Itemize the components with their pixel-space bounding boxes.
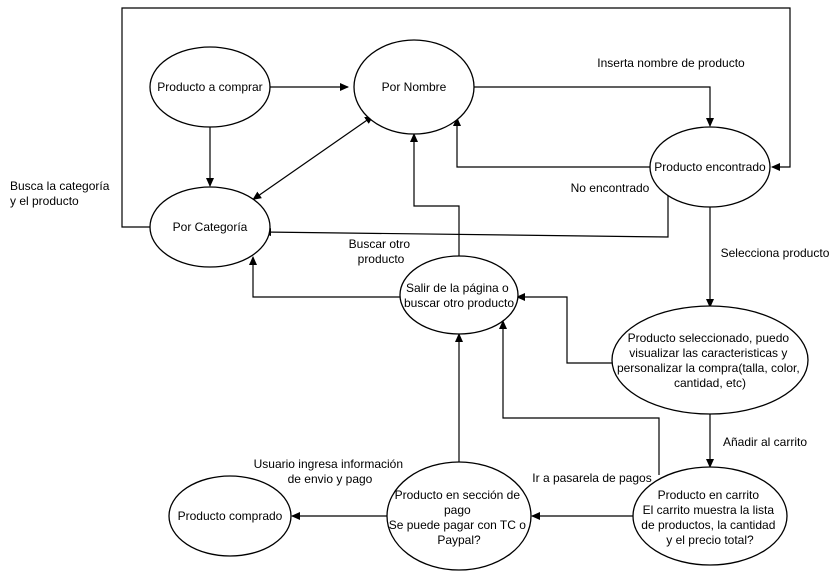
edge-label-anadir-carrito: Añadir al carrito bbox=[723, 435, 807, 449]
node-producto-en-carrito[interactable]: Producto en carrito El carrito muestra l… bbox=[632, 466, 788, 566]
edge-categoria-loop-to-encontrado bbox=[121, 7, 791, 228]
edge-seleccionado-to-salir bbox=[516, 293, 613, 364]
edge-labels: Busca la categoría y el producto Inserta… bbox=[10, 56, 830, 486]
edge-label-usuario-ingresa: Usuario ingresa información de envio y p… bbox=[254, 457, 407, 486]
edge-label-pasarela-pagos: Ir a pasarela de pagos bbox=[532, 471, 651, 485]
node-label: Salir de la página o buscar otro product… bbox=[404, 281, 514, 310]
node-producto-seleccionado[interactable]: Producto seleccionado, puedo visualizar … bbox=[611, 305, 809, 415]
edge-salir-to-categoria bbox=[249, 256, 402, 298]
node-label: Por Nombre bbox=[382, 80, 447, 94]
nodes: Producto a comprar Por Nombre Por Catego… bbox=[149, 39, 809, 571]
node-producto-a-comprar[interactable]: Producto a comprar bbox=[149, 46, 271, 128]
edge-nombre-categoria-bidirectional bbox=[252, 115, 374, 200]
node-seccion-pago[interactable]: Producto en sección de pago Se puede pag… bbox=[386, 461, 532, 571]
edges bbox=[121, 7, 791, 520]
node-producto-comprado[interactable]: Producto comprado bbox=[168, 475, 292, 557]
node-salir-pagina[interactable]: Salir de la página o buscar otro product… bbox=[399, 255, 519, 335]
node-label: Producto encontrado bbox=[654, 160, 766, 174]
edge-label-busca-categoria: Busca la categoría y el producto bbox=[10, 179, 113, 208]
node-producto-encontrado[interactable]: Producto encontrado bbox=[649, 126, 771, 208]
node-label: Producto en sección de pago Se puede pag… bbox=[389, 488, 530, 547]
node-label: Por Categoría bbox=[173, 220, 248, 234]
edge-carrito-to-salir bbox=[499, 320, 660, 475]
edge-label-inserta-nombre: Inserta nombre de producto bbox=[597, 56, 745, 70]
edge-label-buscar-otro: Buscar otro producto bbox=[349, 237, 414, 266]
edge-encontrado-to-categoria bbox=[262, 194, 669, 238]
edge-encontrado-to-nombre bbox=[453, 117, 651, 168]
node-label: Producto en carrito El carrito muestra l… bbox=[641, 488, 778, 547]
node-por-nombre[interactable]: Por Nombre bbox=[353, 39, 475, 135]
edge-nombre-to-encontrado bbox=[474, 86, 714, 127]
edge-label-selecciona-producto: Selecciona producto bbox=[721, 246, 830, 260]
node-label: Producto a comprar bbox=[157, 80, 262, 94]
node-label: Producto seleccionado, puedo visualizar … bbox=[617, 331, 803, 390]
edge-label-no-encontrado: No encontrado bbox=[571, 181, 650, 195]
node-label: Producto comprado bbox=[178, 509, 283, 523]
node-por-categoria[interactable]: Por Categoría bbox=[149, 186, 271, 268]
edge-salir-to-nombre bbox=[410, 133, 460, 256]
